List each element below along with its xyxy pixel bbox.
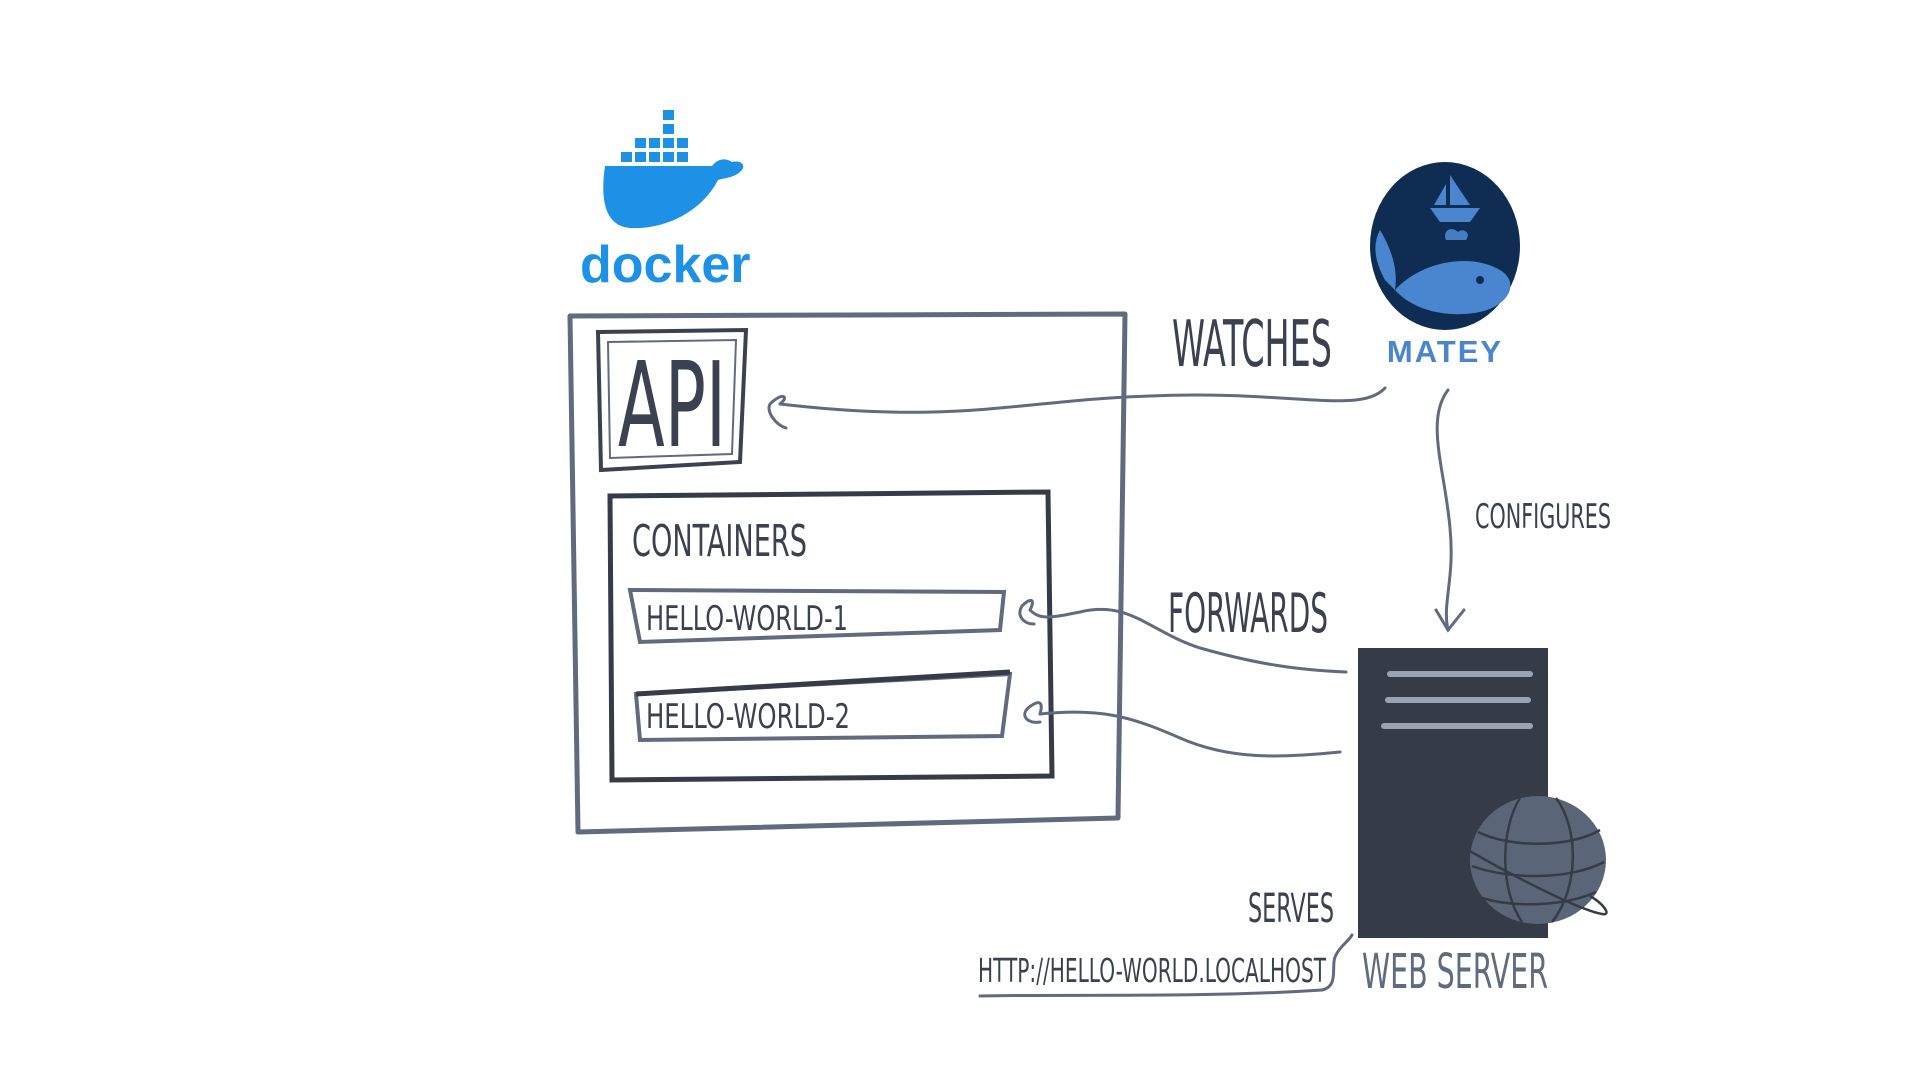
watches-arrowhead [767,395,788,430]
container-label: HELLO-WORLD-1 [646,599,848,639]
docker-logo: docker [580,110,751,294]
configures-arrow [1435,388,1453,632]
watches-label: WATCHES [1172,308,1332,382]
serves-line [978,933,1354,998]
containers-box: CONTAINERS HELLO-WORLD-1 HELLO-WORLD-2 [607,489,1055,783]
container-item: HELLO-WORLD-2 [633,669,1013,743]
web-server [1358,648,1608,938]
matey-whale-icon [1375,175,1511,315]
web-server-label: WEB SERVER [1362,944,1548,1000]
matey-logo: MATEY [1370,162,1520,369]
container-label: HELLO-WORLD-2 [646,697,850,737]
forwards-arrow-1 [1028,607,1348,674]
api-label: API [618,336,726,474]
forwards-arrowhead-1 [1018,599,1036,626]
forwards-label: FORWARDS [1168,582,1328,645]
configures-arrowhead [1434,608,1466,633]
serves-label: SERVES [1248,886,1334,932]
forwards-arrow-2 [1038,710,1342,758]
server-slots [1381,671,1533,729]
globe-icon [1467,796,1608,924]
connectors [767,386,1466,998]
api-box: API [595,327,749,474]
docker-logo-text: docker [580,236,751,294]
watches-arrow [778,386,1387,414]
docker-whale-icon [603,110,744,229]
forwards-arrowhead-2 [1023,701,1043,724]
containers-title: CONTAINERS [632,516,807,567]
matey-logo-text: MATEY [1387,334,1503,369]
configures-label: CONFIGURES [1475,497,1611,537]
docker-host-box [567,311,1128,835]
url-label: HTTP://HELLO-WORLD.LOCALHOST [978,951,1327,990]
container-item: HELLO-WORLD-1 [627,587,1007,645]
